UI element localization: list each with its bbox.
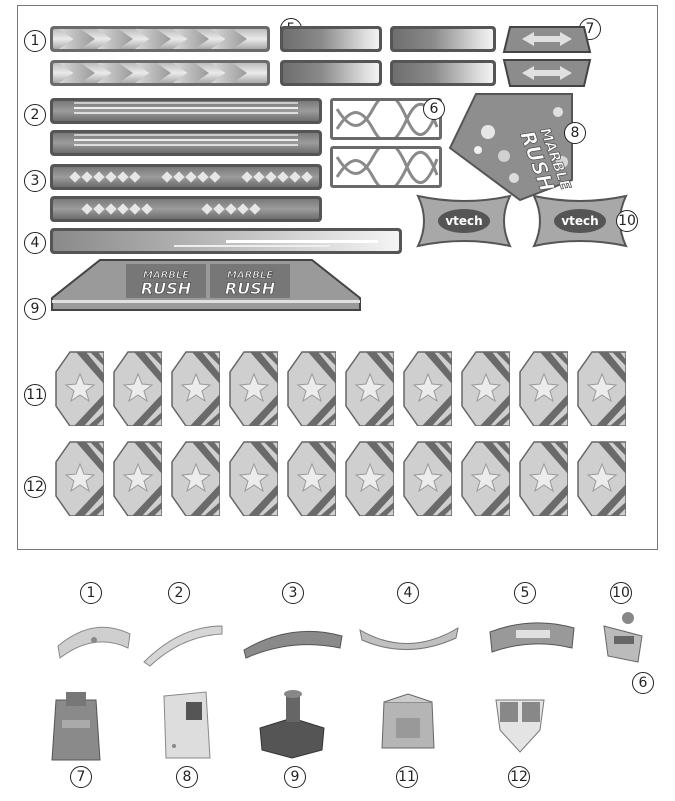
star-sticker-12 xyxy=(287,441,336,516)
part-label-3: 3 xyxy=(282,582,304,604)
star-sticker-12 xyxy=(577,441,626,516)
sticker-2a xyxy=(50,98,322,124)
sticker-3b xyxy=(50,196,322,222)
part-2-curve xyxy=(143,625,223,667)
label-3: 3 xyxy=(24,170,46,192)
part-9-base xyxy=(259,690,325,759)
sticker-10a: vtech xyxy=(416,194,512,248)
star-sticker-11 xyxy=(461,351,510,426)
part-12-block xyxy=(495,699,545,753)
star-sticker-11 xyxy=(113,351,162,426)
parts-legend: 1 2 3 4 5 10 6 7 8 9 11 12 xyxy=(0,560,675,801)
star-sticker-11 xyxy=(229,351,278,426)
logo9-b-line2: RUSH xyxy=(225,279,276,298)
sticker-10b: vtech xyxy=(532,194,628,248)
logo9-b-line1: MARBLE xyxy=(227,270,273,281)
sticker-8: MARBLE RUSH xyxy=(448,93,574,202)
part-1-curve xyxy=(57,626,131,659)
sticker-5d xyxy=(390,60,496,86)
label-2: 2 xyxy=(24,104,46,126)
part-5-curve xyxy=(489,622,575,653)
star-sticker-12 xyxy=(461,441,510,516)
label-12: 12 xyxy=(24,476,46,498)
star-sticker-12 xyxy=(229,441,278,516)
star-sticker-12 xyxy=(519,441,568,516)
star-sticker-12 xyxy=(171,441,220,516)
part-label-7: 7 xyxy=(70,766,92,788)
star-sticker-11 xyxy=(403,351,452,426)
part-label-8: 8 xyxy=(176,766,198,788)
part-label-4: 4 xyxy=(397,582,419,604)
sticker-2b xyxy=(50,130,322,156)
part-label-5: 5 xyxy=(514,582,536,604)
star-sticker-11 xyxy=(287,351,336,426)
sticker-5a xyxy=(280,26,382,52)
sticker-4 xyxy=(50,228,402,254)
part-label-10: 10 xyxy=(610,582,632,604)
label-6: 6 xyxy=(423,98,445,120)
brand-text-a: vtech xyxy=(445,214,482,228)
sticker-sheet: 1 5 7 2 6 MARBLE xyxy=(17,5,658,550)
sticker-7 xyxy=(502,26,592,87)
star-sticker-11 xyxy=(171,351,220,426)
part-3-curve xyxy=(243,630,343,659)
star-sticker-11 xyxy=(55,351,104,426)
part-8-panel xyxy=(163,691,211,759)
part-7-tower xyxy=(51,692,101,761)
brand-text-b: vtech xyxy=(561,214,598,228)
part-label-11: 11 xyxy=(396,766,418,788)
logo9-a-line2: RUSH xyxy=(141,279,192,298)
part-4-curve xyxy=(359,626,459,650)
part-label-9: 9 xyxy=(284,766,306,788)
part-label-12: 12 xyxy=(508,766,530,788)
star-sticker-12 xyxy=(113,441,162,516)
label-10: 10 xyxy=(616,210,638,232)
label-8: 8 xyxy=(564,122,586,144)
part-label-2: 2 xyxy=(168,582,190,604)
star-sticker-12 xyxy=(55,441,104,516)
star-sticker-12 xyxy=(403,441,452,516)
part-10-6-stand xyxy=(603,612,643,663)
sticker-1a xyxy=(50,26,270,52)
sticker-5c xyxy=(280,60,382,86)
star-sticker-11 xyxy=(345,351,394,426)
sticker-5b xyxy=(390,26,496,52)
label-11: 11 xyxy=(24,384,46,406)
sticker-1b xyxy=(50,60,270,86)
star-sticker-11 xyxy=(577,351,626,426)
logo9-a-line1: MARBLE xyxy=(143,270,189,281)
label-1: 1 xyxy=(24,30,46,52)
sticker-3a xyxy=(50,164,322,190)
part-label-6: 6 xyxy=(632,672,654,694)
label-4: 4 xyxy=(24,232,46,254)
part-label-1: 1 xyxy=(80,582,102,604)
star-sticker-11 xyxy=(519,351,568,426)
part-11-block xyxy=(381,693,435,749)
star-sticker-12 xyxy=(345,441,394,516)
sticker-6b xyxy=(330,141,442,192)
label-9: 9 xyxy=(24,298,46,320)
sticker-9: MARBLE RUSH MARBLE RUSH xyxy=(51,259,361,311)
